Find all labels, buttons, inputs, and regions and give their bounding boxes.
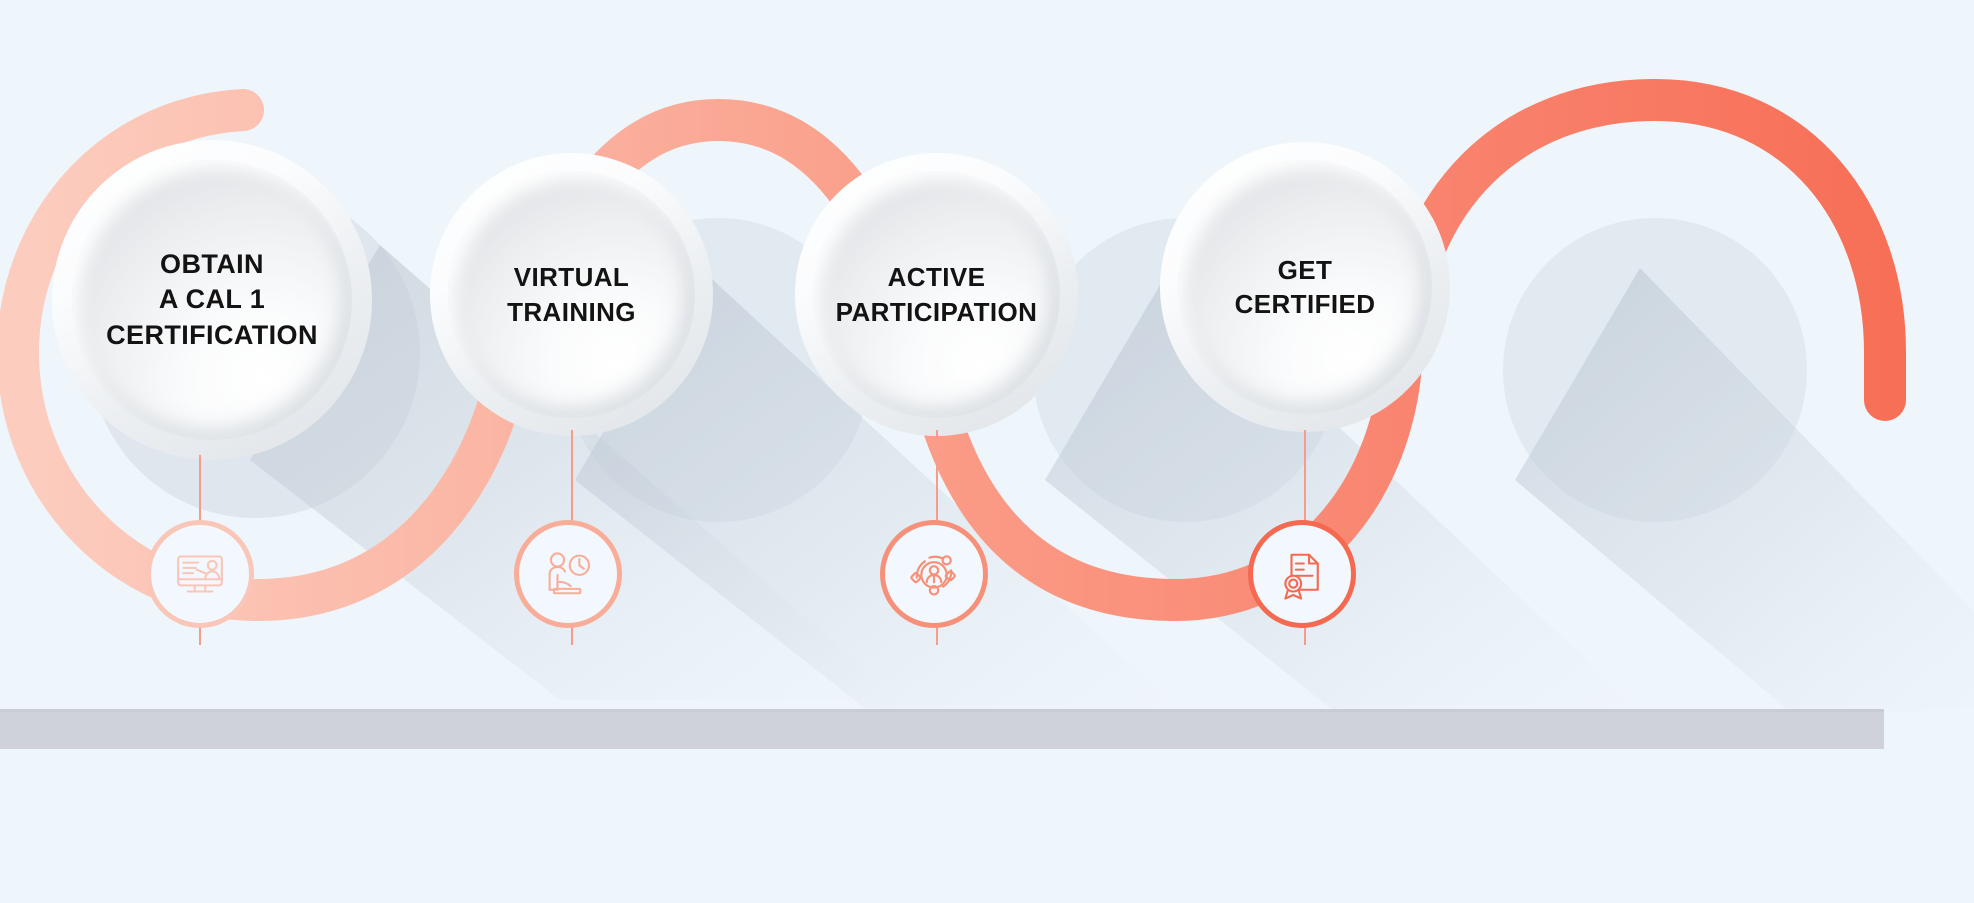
step-circle-1-face — [71, 159, 353, 441]
badge-step-1[interactable] — [146, 520, 254, 628]
badge-step-4[interactable] — [1248, 520, 1356, 628]
step-label-1: OBTAIN A CAL 1 CERTIFICATION — [106, 248, 318, 350]
step-circle-4[interactable]: GET CERTIFIED — [1160, 142, 1450, 432]
step-circle-1[interactable]: OBTAIN A CAL 1 CERTIFICATION — [52, 140, 372, 460]
step-label-3: ACTIVE PARTICIPATION — [835, 262, 1038, 327]
certificate-award-icon — [1284, 553, 1319, 600]
monitor-presentation-icon — [177, 555, 223, 593]
step-circle-4-face — [1177, 159, 1432, 414]
badge-step-2[interactable] — [514, 520, 622, 628]
step-circle-3-face — [812, 170, 1061, 419]
person-network-orbit-icon — [910, 555, 956, 596]
step-label-2: VIRTUAL TRAINING — [507, 262, 636, 327]
shadow-step-4 — [1503, 218, 1974, 720]
desk-person-clock-icon — [548, 552, 591, 595]
step-circle-2-face — [447, 170, 696, 419]
badge-step-3[interactable] — [880, 520, 988, 628]
step-circle-2[interactable]: VIRTUAL TRAINING — [430, 153, 713, 436]
step-circle-3[interactable]: ACTIVE PARTICIPATION — [795, 153, 1078, 436]
step-label-4: GET CERTIFIED — [1234, 254, 1376, 319]
